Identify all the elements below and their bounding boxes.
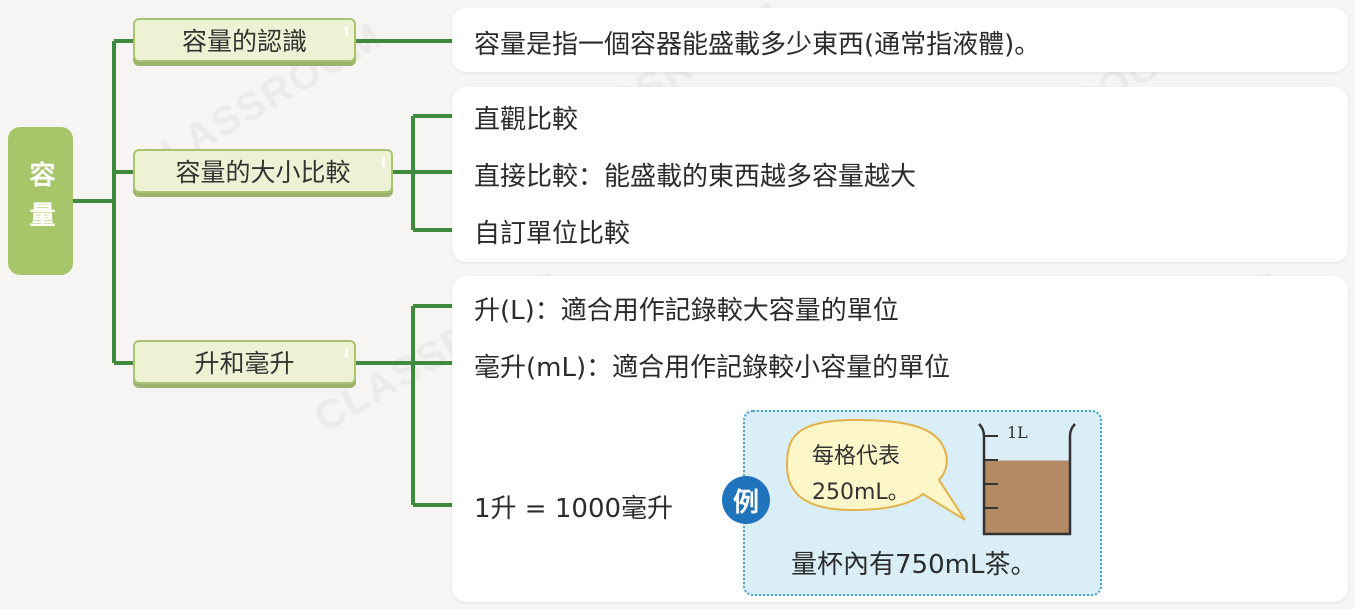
example-caption: 量杯內有750mL茶。 xyxy=(791,550,1037,580)
root-node: 容量 xyxy=(8,127,73,275)
example-badge-label: 例 xyxy=(732,487,759,518)
example-badge: 例 xyxy=(722,476,770,524)
measuring-cup-icon xyxy=(978,423,1076,536)
example-illustration xyxy=(785,418,1076,536)
cup-mark-label: 1L xyxy=(1007,423,1028,442)
branch-label: 容量的大小比較 xyxy=(175,158,351,187)
detail-text: 1升 = 1000毫升 xyxy=(474,494,674,524)
detail-text: 自訂單位比較 xyxy=(474,219,631,249)
detail-text: 直觀比較 xyxy=(474,105,579,135)
detail-panel-recognition xyxy=(452,8,1348,72)
speech-bubble xyxy=(785,418,966,521)
branch-node-units: 升和毫升 xyxy=(133,340,356,384)
detail-text: 直接比較：能盛載的東西越多容量越大 xyxy=(474,162,917,192)
bubble-line-1: 每格代表 xyxy=(812,444,901,469)
detail-text: 容量是指一個容器能盛載多少東西(通常指液體)。 xyxy=(474,30,1041,60)
branch-node-comparison: 容量的大小比較 xyxy=(133,149,393,193)
detail-panel-comparison xyxy=(452,87,1348,262)
root-label: 容量 xyxy=(25,161,55,241)
branch-node-recognition: 容量的認識 xyxy=(133,18,356,62)
detail-text: 毫升(mL)：適合用作記錄較小容量的單位 xyxy=(474,353,951,383)
detail-text: 升(L)：適合用作記錄較大容量的單位 xyxy=(474,296,899,326)
bubble-line-2: 250mL。 xyxy=(812,480,910,505)
branch-label: 容量的認識 xyxy=(181,27,307,56)
branch-label: 升和毫升 xyxy=(194,349,295,378)
